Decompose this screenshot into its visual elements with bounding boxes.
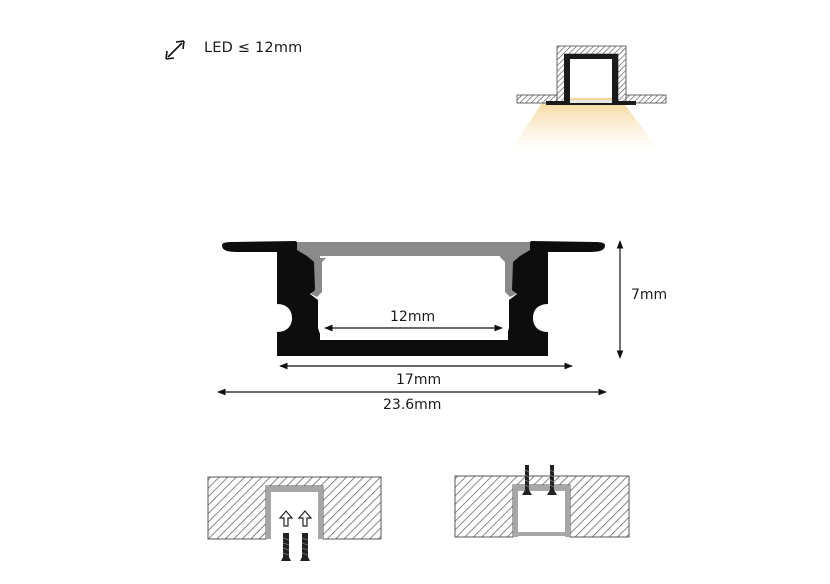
up-arrow-icon — [278, 510, 313, 527]
dimension-lines — [217, 240, 624, 396]
inner-width-label: 12mm — [390, 309, 436, 325]
screws-from-below-diagram — [207, 476, 382, 561]
total-width-label: 23.6mm — [383, 397, 442, 413]
screw-icon — [522, 465, 557, 495]
base-width-label: 17mm — [396, 372, 442, 388]
screw-icon — [281, 533, 310, 561]
screws-from-above-diagram — [454, 465, 630, 538]
diagonal-double-arrow-icon — [165, 40, 185, 60]
recessed-profile-with-light-icon — [510, 45, 667, 152]
height-label: 7mm — [631, 287, 668, 303]
profile-cross-section — [222, 241, 605, 356]
led-width-label: LED ≤ 12mm — [204, 40, 303, 56]
